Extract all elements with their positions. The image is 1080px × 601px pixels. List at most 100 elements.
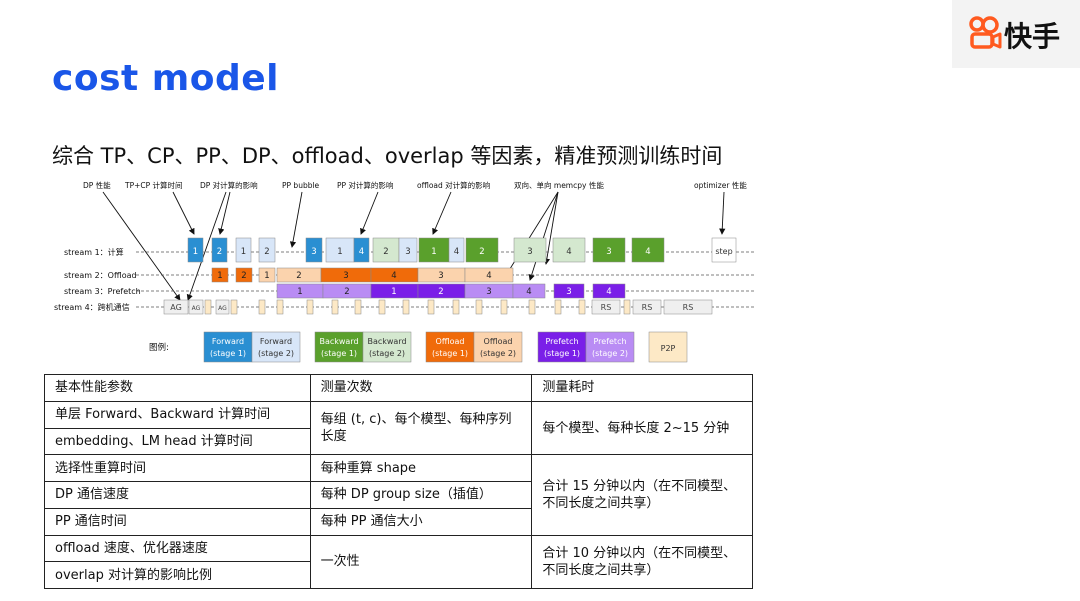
svg-text:3: 3 (527, 247, 532, 257)
svg-text:4: 4 (454, 247, 459, 257)
table-cell: 一次性 (309, 534, 533, 589)
svg-text:(stage 1): (stage 1) (210, 349, 246, 358)
svg-text:(stage 2): (stage 2) (592, 349, 628, 358)
svg-text:AG: AG (192, 305, 201, 312)
table-row: embedding、LM head 计算时间 (44, 427, 753, 456)
table-row: overlap 对计算的影响比例 (44, 561, 753, 589)
svg-text:(stage 1): (stage 1) (321, 349, 357, 358)
svg-text:1: 1 (217, 271, 222, 281)
svg-text:3: 3 (438, 271, 443, 281)
anno-memcpy-perf: 双向、单向 memcpy 性能 (514, 180, 604, 190)
stream-4-label: stream 4：跨机通信 (54, 302, 130, 312)
stream-2-blocks (211, 267, 514, 283)
anno-pp-impact: PP 对计算的影响 (337, 180, 393, 190)
legend-swatches (203, 331, 688, 363)
pipeline-diagram: DP 性能 TP+CP 计算时间 DP 对计算的影响 PP bubble PP … (54, 180, 754, 363)
svg-text:3: 3 (566, 287, 571, 297)
svg-text:(stage 2): (stage 2) (480, 349, 516, 358)
svg-text:(stage 2): (stage 2) (258, 349, 294, 358)
table-cell: 每组 (t, c)、每个模型、每种序列长度 (309, 400, 533, 456)
anno-offload-impact: offload 对计算的影响 (417, 180, 490, 190)
table-cell: 每种 DP group size（插值） (309, 481, 533, 509)
svg-text:2: 2 (264, 247, 269, 257)
svg-text:AG: AG (218, 305, 227, 312)
legend-labels: Forward (stage 1) Forward (stage 2) Back… (210, 337, 676, 358)
stream-4-labels: AG AG AG RS RS RS (170, 303, 693, 312)
table-cell: 每种 PP 通信大小 (309, 507, 533, 536)
svg-text:Forward: Forward (212, 337, 244, 346)
svg-text:Offload: Offload (436, 337, 465, 346)
anno-dp-impact: DP 对计算的影响 (200, 180, 258, 190)
logo-text: 快手 (1004, 20, 1061, 53)
svg-text:1: 1 (431, 247, 436, 257)
svg-text:RS: RS (601, 303, 612, 312)
svg-text:4: 4 (391, 271, 396, 281)
table-cell: PP 通信时间 (44, 507, 311, 536)
svg-text:(stage 1): (stage 1) (432, 349, 468, 358)
svg-text:step: step (715, 247, 732, 256)
svg-text:3: 3 (343, 271, 348, 281)
logo-icon (969, 16, 1002, 49)
svg-text:(stage 2): (stage 2) (369, 349, 405, 358)
svg-text:Prefetch: Prefetch (593, 337, 626, 346)
svg-text:RS: RS (683, 303, 694, 312)
table-header-row: 基本性能参数 测量次数 测量耗时 (44, 374, 753, 402)
svg-text:4: 4 (606, 287, 611, 297)
svg-text:1: 1 (193, 247, 198, 257)
table-header: 测量次数 (309, 374, 533, 402)
svg-text:2: 2 (296, 271, 301, 281)
table-row: PP 通信时间 每种 PP 通信大小 (44, 507, 753, 536)
table-cell: 合计 10 分钟以内（在不同模型、不同长度之间共享） (531, 534, 753, 589)
anno-pp-bubble: PP bubble (282, 181, 320, 190)
svg-text:2: 2 (344, 287, 349, 297)
page-title: cost model (52, 58, 280, 99)
svg-text:Forward: Forward (260, 337, 292, 346)
svg-text:4: 4 (526, 287, 531, 297)
table-row: offload 速度、优化器速度 一次性 合计 10 分钟以内（在不同模型、不同… (44, 534, 753, 589)
legend-label: 图例: (149, 342, 169, 353)
anno-optimizer-perf: optimizer 性能 (694, 180, 747, 190)
table-header: 测量耗时 (531, 374, 753, 402)
table-row: 选择性重算时间 每种重算 shape 合计 15 分钟以内（在不同模型、不同长度… (44, 454, 753, 536)
svg-text:1: 1 (297, 287, 302, 297)
svg-text:3: 3 (405, 247, 410, 257)
svg-text:2: 2 (479, 247, 484, 257)
svg-text:AG: AG (170, 303, 182, 312)
table-cell: offload 速度、优化器速度 (44, 534, 311, 563)
stream-3-labels: 1 2 1 2 3 4 3 4 (297, 287, 611, 297)
svg-text:1: 1 (264, 271, 269, 281)
svg-text:P2P: P2P (661, 344, 676, 353)
stream-4-blocks (163, 299, 713, 315)
subtitle: 综合 TP、CP、PP、DP、offload、overlap 等因素，精准预测训… (52, 144, 723, 168)
svg-text:3: 3 (311, 247, 316, 257)
table-cell: DP 通信速度 (44, 481, 311, 509)
anno-tpcp-time: TP+CP 计算时间 (124, 180, 183, 190)
table-header: 基本性能参数 (44, 374, 311, 402)
svg-text:1: 1 (241, 247, 246, 257)
table-cell: 每种重算 shape (309, 454, 533, 482)
svg-text:2: 2 (241, 271, 246, 281)
stream-2-labels: 1 2 1 2 3 4 3 4 (217, 271, 491, 281)
stream-2-label: stream 2：Offload (64, 271, 137, 280)
table-cell: 合计 15 分钟以内（在不同模型、不同长度之间共享） (531, 454, 753, 536)
svg-text:1: 1 (337, 247, 342, 257)
svg-text:4: 4 (566, 247, 571, 257)
svg-text:(stage 1): (stage 1) (544, 349, 580, 358)
svg-text:Backward: Backward (367, 337, 406, 346)
svg-text:4: 4 (645, 247, 650, 257)
svg-text:3: 3 (606, 247, 611, 257)
table-cell: embedding、LM head 计算时间 (44, 427, 311, 456)
table-cell: 单层 Forward、Backward 计算时间 (44, 400, 311, 429)
svg-text:RS: RS (642, 303, 653, 312)
stream-3-blocks (276, 283, 626, 299)
svg-text:Offload: Offload (484, 337, 513, 346)
stream-1-blocks (187, 237, 737, 263)
kuaishou-logo: 快手 (952, 0, 1080, 68)
stream-1-label: stream 1：计算 (64, 247, 124, 257)
svg-text:Prefetch: Prefetch (545, 337, 578, 346)
table-row: 单层 Forward、Backward 计算时间 每组 (t, c)、每个模型、… (44, 400, 753, 456)
svg-text:1: 1 (391, 287, 396, 297)
table-cell: 每个模型、每种长度 2~15 分钟 (531, 400, 753, 456)
svg-text:4: 4 (486, 271, 491, 281)
svg-text:3: 3 (486, 287, 491, 297)
